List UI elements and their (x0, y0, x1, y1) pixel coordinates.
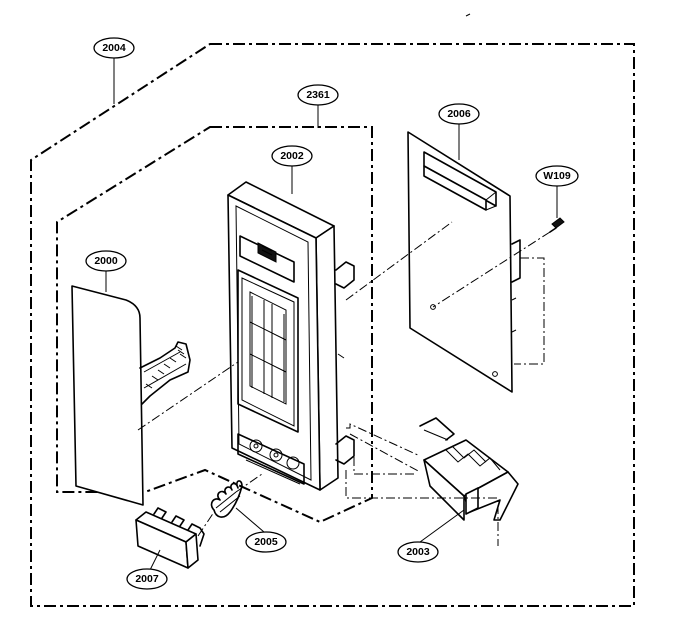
svg-text:W109: W109 (543, 170, 571, 182)
callout-w109: W109 (535, 165, 579, 218)
inner-assembly-boundary (56, 126, 373, 524)
part-2000-membrane-panel (71, 285, 191, 506)
callout-2006: 2006 (438, 103, 480, 160)
callout-2000: 2000 (85, 250, 127, 292)
svg-text:2007: 2007 (135, 573, 159, 585)
callout-2007: 2007 (126, 549, 168, 590)
part-2007-push-button (135, 507, 205, 569)
callout-2005: 2005 (235, 507, 287, 553)
svg-text:2006: 2006 (447, 108, 471, 120)
part-w109-screw (549, 217, 565, 233)
svg-text:2361: 2361 (306, 89, 330, 101)
callout-2003: 2003 (397, 509, 465, 563)
callout-2004: 2004 (93, 37, 135, 104)
outer-assembly-boundary (30, 43, 635, 607)
svg-text:2005: 2005 (254, 536, 278, 548)
svg-text:2003: 2003 (406, 546, 430, 558)
callout-2002: 2002 (271, 145, 313, 194)
part-2006-pcb (407, 131, 521, 393)
callout-2361: 2361 (297, 84, 339, 128)
svg-text:2004: 2004 (102, 42, 126, 54)
part-2002-control-frame (227, 181, 355, 491)
stray-mark (465, 13, 471, 17)
part-2005-spring (210, 480, 243, 518)
svg-text:2002: 2002 (280, 150, 304, 162)
part-2003-latch-lever (419, 417, 519, 521)
svg-text:2000: 2000 (94, 255, 118, 267)
assembly-leader-lines (137, 221, 551, 546)
